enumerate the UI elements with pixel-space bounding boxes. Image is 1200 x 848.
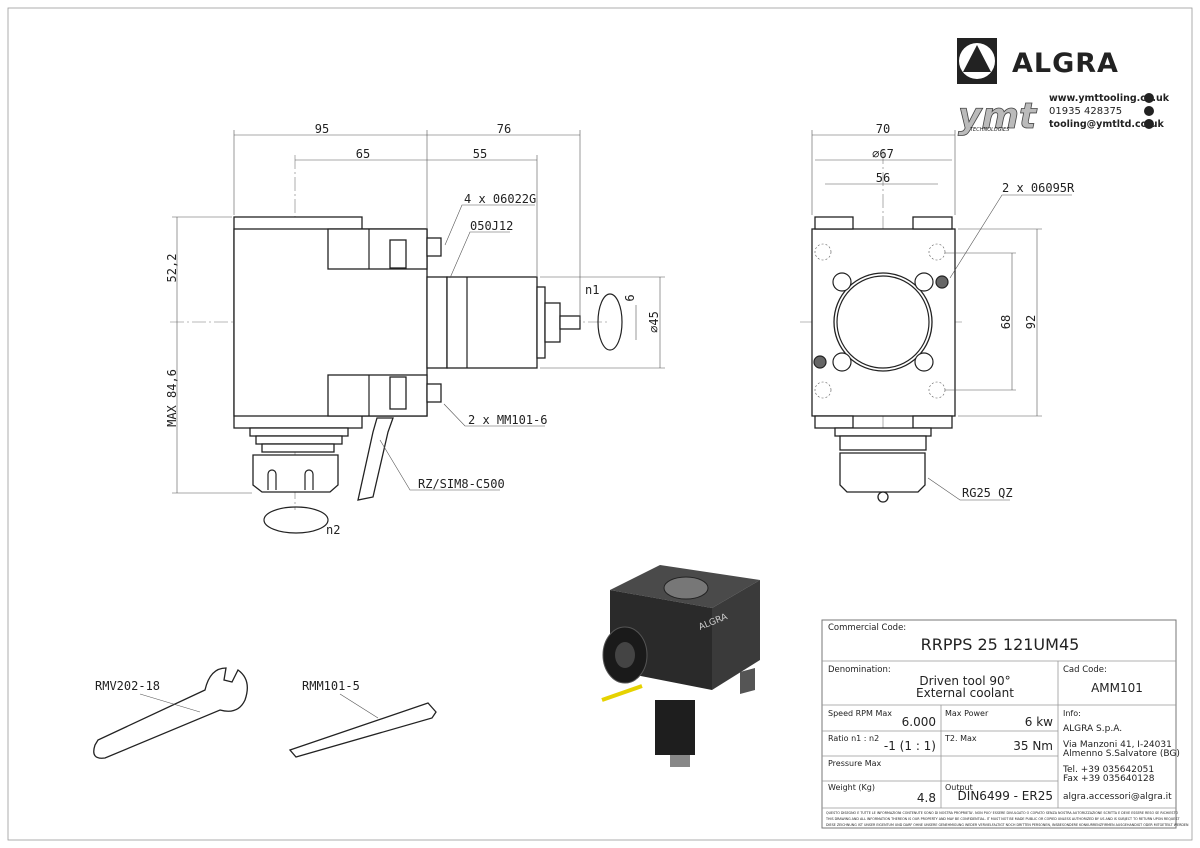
address1: Via Manzoni 41, I-24031 [1063,740,1172,750]
disclaimer-de: DIESE ZEICHNUNG IST UNSER EIGENTUM UND D… [826,823,1189,827]
power: 6 kw [1025,715,1053,729]
algra-logo: ALGRA [957,38,1119,84]
code: RMV202-18 [95,679,160,693]
denomination-label: Denomination: [828,665,891,675]
commercial-code: RRPPS 25 121UM45 [921,635,1080,654]
disclaimer-en: THIS DRAWING AND ALL INFORMATION THEREON… [825,817,1180,821]
height-top: 52,2 [165,254,179,283]
logo-text: ymt [958,96,1038,137]
twitter-icon[interactable] [1144,119,1154,129]
company: ALGRA S.p.A. [1063,724,1122,734]
nut: RG25 QZ [962,486,1013,500]
disclaimer-it: QUESTO DISEGNO E TUTTE LE INFORMAZIONI C… [826,811,1179,815]
title-block: Commercial Code: RRPPS 25 121UM45 Denomi… [821,619,1189,829]
keys: 2 x MM101-6 [468,413,547,427]
length-face: 55 [473,147,487,161]
denomination-line1: Driven tool 90° [919,674,1010,688]
denomination-line2: External coolant [916,686,1014,700]
width-total: 95 [315,122,329,136]
n1: n1 [585,283,599,297]
output-label: Output [945,783,973,792]
shaft: 6 [623,294,637,301]
speed-label: Speed RPM Max [828,709,892,718]
power-label: Max Power [945,709,989,718]
linkedin-icon[interactable] [1144,93,1154,103]
dealer-website[interactable]: www.ymttooling.co.uk [1049,93,1170,104]
address2: Almenno S.Salvatore (BG) [1063,749,1180,759]
ratio-label: Ratio n1 : n2 [828,734,879,743]
speed: 6.000 [902,715,936,729]
bolt-spacing: 56 [876,171,890,185]
cad-code-label: Cad Code: [1063,665,1107,675]
product-render: ALGRA [601,565,760,767]
diameter: ∅67 [872,147,894,161]
info-label: Info: [1063,709,1081,718]
dealer-email[interactable]: tooling@ymtltd.co.uk [1049,119,1165,130]
n2: n2 [326,523,340,537]
ymt-logo: ymt TECHNOLOGIES www.ymttooling.co.uk 01… [958,93,1170,137]
diameter: ∅45 [647,311,661,333]
oring: 050J12 [470,219,513,233]
rotation-arrow-n2 [263,506,329,534]
fax: Fax +39 035640128 [1063,774,1155,784]
torque: 35 Nm [1013,739,1053,753]
width-axis: 65 [356,147,370,161]
contact-email: algra.accessori@algra.it [1063,792,1172,802]
ratio: -1 (1 : 1) [884,739,936,753]
height-outer: 92 [1024,315,1038,329]
code: RMM101-5 [302,679,360,693]
hex-key-rmm101-5: RMM101-5 [288,679,437,758]
cad-code: AMM101 [1091,681,1143,695]
height-bottom: MAX 84,6 [165,369,179,427]
height-inner: 68 [999,315,1013,329]
weight: 4.8 [917,791,936,805]
length-total: 76 [497,122,511,136]
front-view: 95 76 65 55 52,2 MAX 84,6 6 ∅45 4 x 0602… [165,122,665,537]
pressure-label: Pressure Max [828,759,882,768]
side-view: 70 ∅67 56 68 92 2 x 06095R RG25 QZ [800,122,1075,503]
dealer-phone: 01935 428375 [1049,106,1122,117]
wrench-rmv202-18: RMV202-18 [93,667,248,759]
screws: 4 x 06022G [464,192,536,206]
torque-label: T2. Max [944,734,977,743]
instagram-icon[interactable] [1144,106,1154,116]
coolant: RZ/SIM8-C500 [418,477,505,491]
algra-wordmark: ALGRA [1012,48,1119,79]
commercial-code-label: Commercial Code: [828,623,906,633]
logo-sub: TECHNOLOGIES [970,127,1010,133]
tel: Tel. +39 035642051 [1062,765,1154,775]
output: DIN6499 - ER25 [958,789,1053,803]
weight-label: Weight (Kg) [828,783,875,792]
rotation-arrow-n1 [597,293,623,351]
sheet-border [7,7,1193,841]
width: 70 [876,122,890,136]
pins: 2 x 06095R [1002,181,1075,195]
